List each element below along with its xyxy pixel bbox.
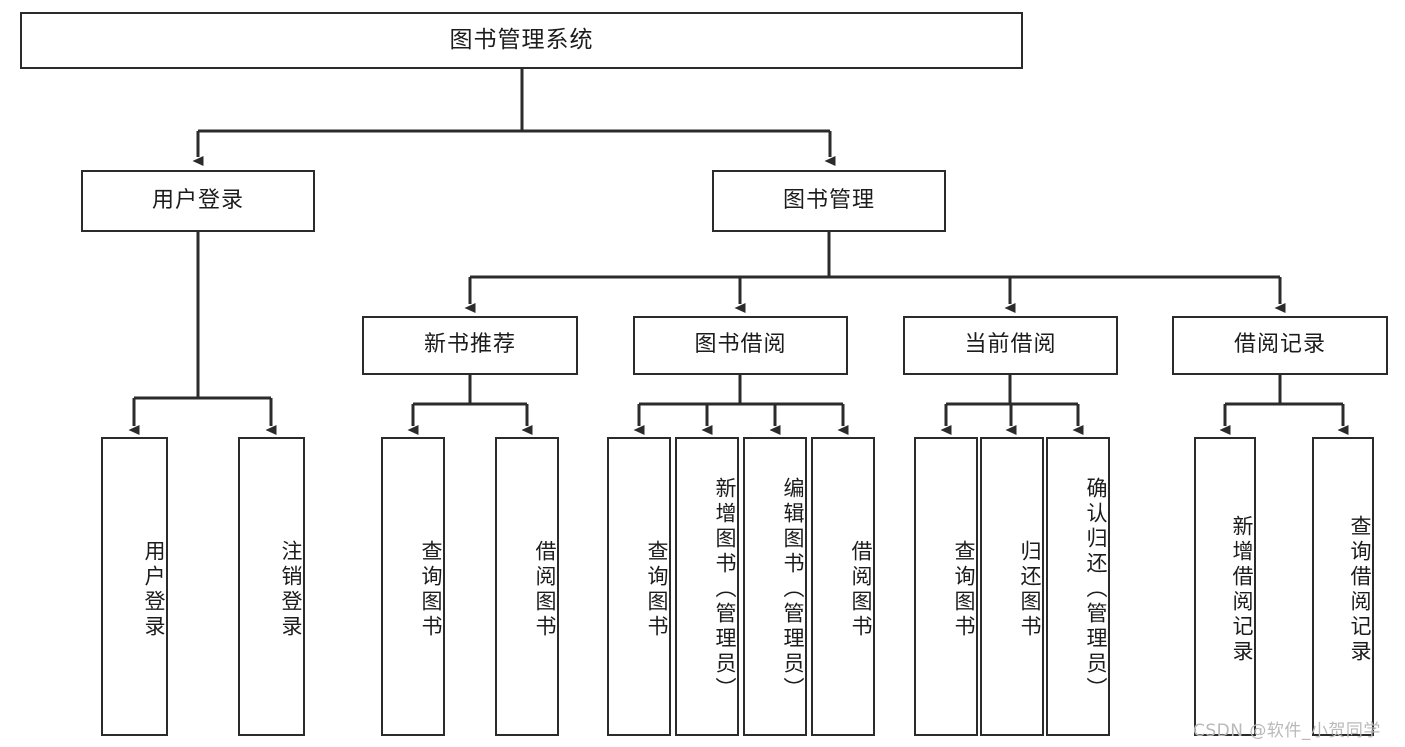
leaf-label: 归还图书	[1018, 539, 1042, 640]
leaf-new-book-borrow-book[interactable]: 借阅图书	[495, 437, 559, 736]
leaf-current-borrow-confirm-return-admin[interactable]: 确认归还（管理员）	[1046, 437, 1110, 736]
leaf-book-borrow-add-book-admin[interactable]: 新增图书（管理员）	[675, 437, 739, 736]
leaf-label: 借阅图书	[849, 539, 873, 640]
node-user-login[interactable]: 用户登录	[81, 170, 315, 232]
node-root-book-management-system[interactable]: 图书管理系统	[20, 12, 1023, 69]
leaf-label: 编辑图书（管理员）	[781, 477, 805, 702]
leaf-book-borrow-borrow-book[interactable]: 借阅图书	[811, 437, 875, 736]
leaf-new-book-query-book[interactable]: 查询图书	[381, 437, 445, 736]
leaf-label: 确认归还（管理员）	[1084, 477, 1108, 702]
leaf-user-login-login[interactable]: 用户登录	[101, 437, 168, 736]
leaf-label: 用户登录	[142, 539, 166, 640]
csdn-watermark: CSDN @软件_小贺同学	[1193, 721, 1381, 741]
node-new-book-recommend[interactable]: 新书推荐	[362, 316, 578, 375]
node-borrow-record-label: 借阅记录	[1233, 332, 1326, 358]
node-current-borrow-label: 当前借阅	[964, 332, 1057, 358]
leaf-label: 查询借阅记录	[1348, 514, 1372, 665]
leaf-label: 新增图书（管理员）	[713, 477, 737, 702]
node-book-management-label: 图书管理	[782, 187, 875, 213]
leaf-label: 查询图书	[952, 539, 976, 640]
node-user-login-label: 用户登录	[151, 187, 244, 213]
leaf-current-borrow-query-book[interactable]: 查询图书	[914, 437, 978, 736]
leaf-user-login-logout[interactable]: 注销登录	[238, 437, 305, 736]
leaf-label: 新增借阅记录	[1230, 514, 1254, 665]
node-book-borrow[interactable]: 图书借阅	[633, 316, 848, 375]
node-new-book-recommend-label: 新书推荐	[423, 332, 516, 358]
leaf-label: 借阅图书	[533, 539, 557, 640]
leaf-book-borrow-query-book[interactable]: 查询图书	[607, 437, 671, 736]
leaf-label: 查询图书	[419, 539, 443, 640]
leaf-borrow-record-query-record[interactable]: 查询借阅记录	[1312, 437, 1374, 736]
leaf-label: 查询图书	[645, 539, 669, 640]
node-book-borrow-label: 图书借阅	[694, 332, 787, 358]
leaf-borrow-record-add-record[interactable]: 新增借阅记录	[1194, 437, 1256, 736]
node-book-management[interactable]: 图书管理	[712, 170, 946, 232]
leaf-current-borrow-return-book[interactable]: 归还图书	[980, 437, 1044, 736]
node-current-borrow[interactable]: 当前借阅	[903, 316, 1118, 375]
node-borrow-record[interactable]: 借阅记录	[1172, 316, 1388, 375]
node-root-label: 图书管理系统	[449, 26, 594, 53]
leaf-label: 注销登录	[279, 539, 303, 640]
leaf-book-borrow-edit-book-admin[interactable]: 编辑图书（管理员）	[743, 437, 807, 736]
